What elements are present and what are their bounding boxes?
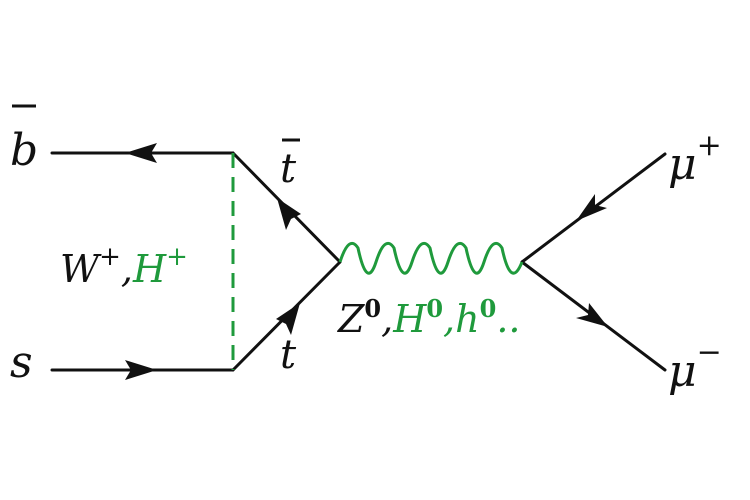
t-bar-label: t (280, 146, 297, 192)
h-plus-superscript: + (166, 242, 188, 272)
propagator-dots: .. (496, 297, 520, 341)
h-small-superscript: 0 (480, 294, 497, 323)
h-plus-symbol: H (132, 247, 167, 291)
b-bar-label: b (10, 125, 38, 176)
propagator-comma-1: , (381, 297, 393, 341)
b-bar-arrow (125, 143, 157, 163)
mu-plus-symbol: μ (668, 139, 697, 190)
mu-plus-arrow (576, 194, 607, 221)
t-bar-arrow (277, 198, 301, 230)
t-label: t (280, 332, 297, 378)
propagator-label: Z0,H0,h0.. (337, 294, 521, 341)
mu-plus-label: μ+ (668, 128, 722, 190)
s-label: s (10, 337, 33, 388)
mu-minus-superscript: − (697, 335, 722, 370)
z-boson-wave (338, 241, 524, 275)
exchange-comma: , (121, 247, 133, 291)
h-small-symbol: h (455, 297, 479, 341)
mu-minus-symbol: μ (668, 346, 697, 397)
exchange-label: W+,H+ (60, 242, 188, 291)
mu-minus-arrow (576, 303, 608, 327)
s-arrow (125, 360, 157, 380)
mu-plus-superscript: + (697, 128, 722, 163)
mu-minus-label: μ− (668, 335, 722, 397)
z-superscript: 0 (364, 294, 381, 323)
t-arrow (276, 303, 300, 335)
w-symbol: W (60, 247, 102, 291)
h0-superscript: 0 (426, 294, 443, 323)
z-symbol: Z (337, 297, 365, 341)
propagator-comma-2: , (443, 297, 455, 341)
w-superscript: + (99, 242, 121, 272)
h0-symbol: H (392, 297, 427, 341)
